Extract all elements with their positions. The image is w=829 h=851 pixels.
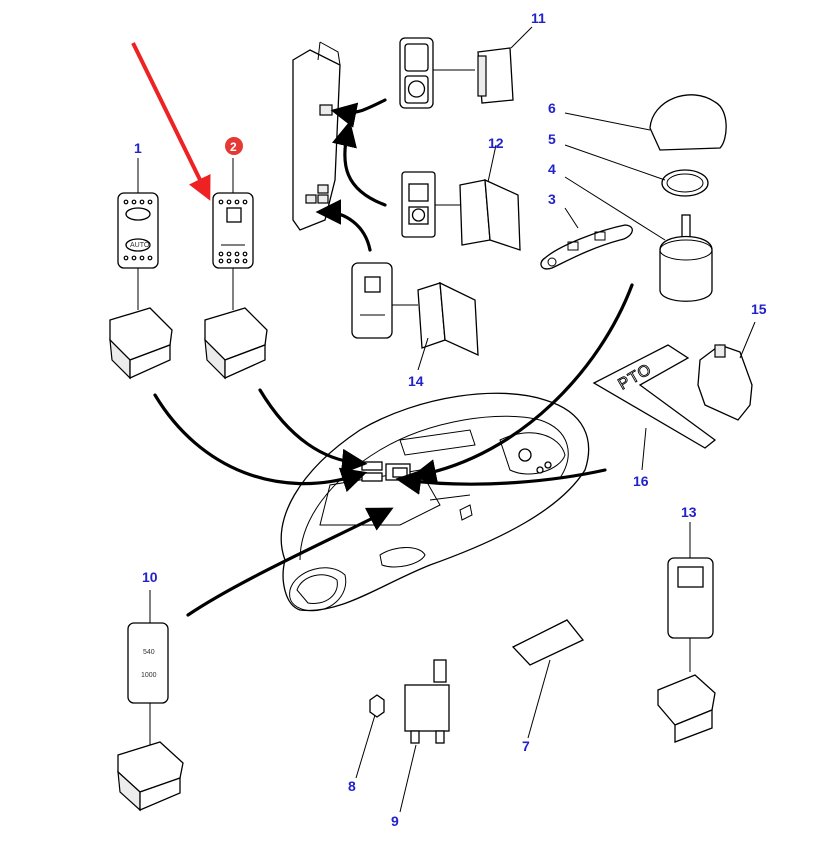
callout-6[interactable]: 6 (548, 100, 556, 116)
part-3-decal[interactable] (540, 207, 633, 270)
callout-5[interactable]: 5 (548, 131, 556, 147)
callout-16[interactable]: 16 (633, 473, 649, 489)
beacon-icon (364, 276, 381, 293)
callout-2-badge[interactable] (225, 137, 243, 155)
callout-9[interactable]: 9 (391, 813, 399, 829)
callout-15[interactable]: 15 (751, 301, 767, 317)
highlight-arrow-icon (131, 42, 211, 201)
callout-13[interactable]: 13 (681, 504, 697, 520)
part-1-switch[interactable]: AUTO (109, 158, 173, 380)
part-7-cover[interactable] (511, 619, 585, 739)
part-11-switch[interactable] (399, 26, 533, 109)
callout-3[interactable]: 3 (548, 191, 556, 207)
callout-7[interactable]: 7 (522, 738, 530, 754)
dot-row-icon (123, 199, 153, 261)
auto-label: AUTO (130, 242, 150, 249)
callout-11[interactable]: 11 (531, 10, 546, 26)
4wd-icon (411, 208, 426, 222)
dot-row-icon (218, 199, 248, 264)
callout-12[interactable]: 12 (488, 135, 504, 151)
callout-labels: 1 2 3 4 5 6 7 8 9 10 11 12 13 14 15 16 (134, 10, 767, 829)
callout-8[interactable]: 8 (348, 778, 356, 794)
part-13-switch[interactable] (657, 522, 716, 743)
side-pillar-panel (292, 41, 341, 231)
callout-2[interactable]: 2 (230, 140, 237, 154)
callout-10[interactable]: 10 (142, 569, 158, 585)
part-9-relay[interactable] (399, 659, 450, 813)
speed-low-label: 540 (143, 649, 155, 656)
part-10-switch[interactable]: 540 1000 (117, 590, 184, 812)
part-5-ring[interactable] (564, 144, 709, 197)
part-4-rotary-switch[interactable] (564, 176, 713, 302)
wiper-icon (125, 207, 151, 221)
part-15-switch[interactable] (697, 321, 756, 421)
console-body (280, 392, 590, 612)
part-16-pto-decal[interactable]: PTO (592, 344, 717, 471)
speed-high-label: 1000 (141, 672, 157, 679)
callout-1[interactable]: 1 (134, 140, 142, 156)
hitch-icon (226, 207, 242, 223)
callout-4[interactable]: 4 (548, 161, 556, 177)
part-8-bolt[interactable] (355, 694, 385, 779)
part-12-switch[interactable] (401, 144, 521, 251)
part-6-knob[interactable] (564, 94, 727, 151)
part-14-switch[interactable] (351, 262, 479, 371)
diff-lock-icon (407, 80, 426, 98)
mounting-arrows (153, 98, 634, 617)
callout-14[interactable]: 14 (408, 373, 424, 389)
part-2-switch[interactable] (204, 158, 268, 380)
